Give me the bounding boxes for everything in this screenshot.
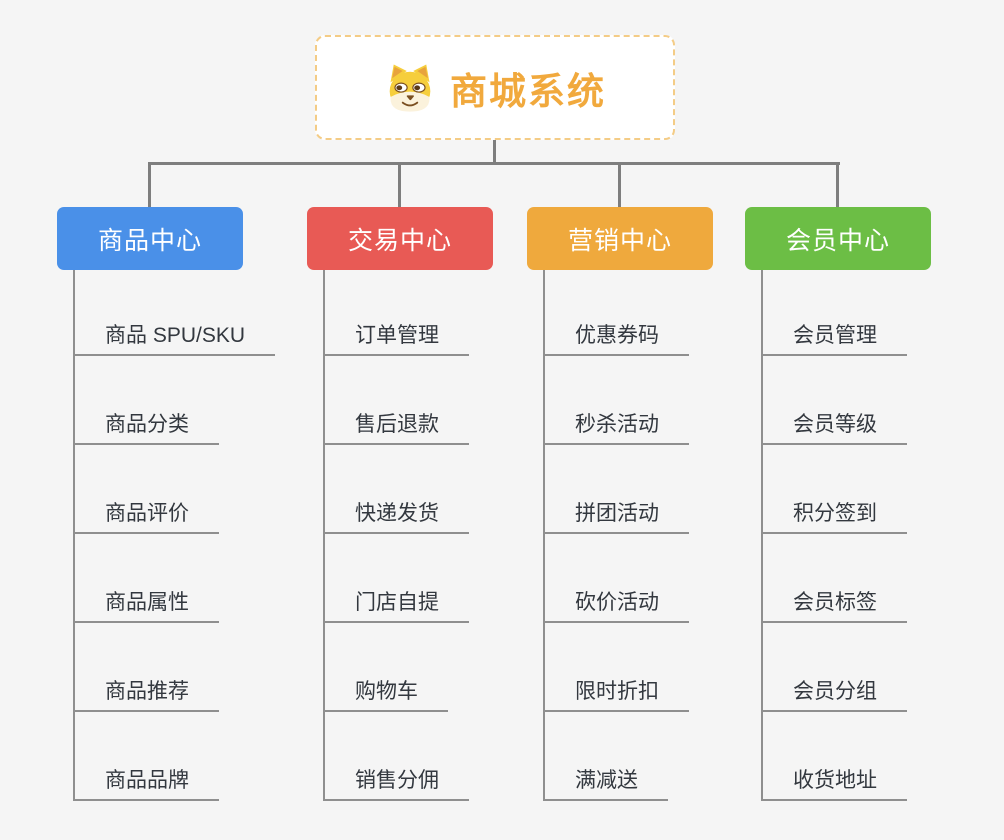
child-node[interactable]: 砍价活动: [545, 534, 713, 623]
child-node[interactable]: 销售分佣: [325, 712, 493, 801]
branch-node[interactable]: 营销中心: [527, 207, 713, 270]
connector-horizontal: [148, 162, 840, 165]
branch-label: 商品中心: [97, 226, 202, 255]
child-label: 会员分组: [763, 678, 907, 712]
child-node[interactable]: 订单管理: [325, 270, 493, 356]
child-node[interactable]: 商品评价: [75, 445, 243, 534]
child-label: 购物车: [325, 678, 448, 712]
branch-children: 订单管理售后退款快递发货门店自提购物车销售分佣: [323, 270, 493, 801]
branch-node[interactable]: 会员中心: [745, 207, 931, 270]
child-label: 限时折扣: [545, 678, 689, 712]
branch-children: 会员管理会员等级积分签到会员标签会员分组收货地址: [761, 270, 931, 801]
child-label: 拼团活动: [545, 500, 689, 534]
child-label: 满减送: [545, 767, 668, 801]
child-label: 会员标签: [763, 589, 907, 623]
connector-stem-1: [148, 162, 151, 208]
child-node[interactable]: 商品 SPU/SKU: [75, 270, 276, 356]
child-label: 售后退款: [325, 411, 469, 445]
branch-label: 营销中心: [567, 226, 672, 255]
dog-icon: [384, 62, 436, 114]
connector-stem-3: [618, 162, 621, 208]
child-label: 会员管理: [763, 322, 907, 356]
child-node[interactable]: 拼团活动: [545, 445, 713, 534]
root-title: 商城系统: [450, 70, 606, 112]
child-node[interactable]: 门店自提: [325, 534, 493, 623]
child-label: 收货地址: [763, 767, 907, 801]
child-node[interactable]: 购物车: [325, 623, 493, 712]
child-node[interactable]: 售后退款: [325, 356, 493, 445]
branch-column-2: 交易中心订单管理售后退款快递发货门店自提购物车销售分佣: [307, 207, 493, 801]
branch-node[interactable]: 交易中心: [307, 207, 493, 270]
connector-stem-4: [836, 162, 839, 208]
branch-label: 交易中心: [347, 226, 452, 255]
child-node[interactable]: 积分签到: [763, 445, 931, 534]
child-node[interactable]: 限时折扣: [545, 623, 713, 712]
child-label: 快递发货: [325, 500, 469, 534]
child-node[interactable]: 秒杀活动: [545, 356, 713, 445]
child-node[interactable]: 商品推荐: [75, 623, 243, 712]
child-label: 门店自提: [325, 589, 469, 623]
root-node[interactable]: 商城系统: [315, 35, 675, 140]
connector-root-stem: [493, 140, 496, 164]
child-node[interactable]: 商品分类: [75, 356, 243, 445]
branch-children: 优惠券码秒杀活动拼团活动砍价活动限时折扣满减送: [543, 270, 713, 801]
branch-column-4: 会员中心会员管理会员等级积分签到会员标签会员分组收货地址: [745, 207, 931, 801]
child-node[interactable]: 满减送: [545, 712, 713, 801]
child-node[interactable]: 会员管理: [763, 270, 931, 356]
child-label: 商品品牌: [75, 767, 219, 801]
child-label: 砍价活动: [545, 589, 689, 623]
child-node[interactable]: 商品属性: [75, 534, 243, 623]
branch-node[interactable]: 商品中心: [57, 207, 243, 270]
connector-stem-2: [398, 162, 401, 208]
child-label: 积分签到: [763, 500, 907, 534]
child-node[interactable]: 商品品牌: [75, 712, 243, 801]
child-label: 销售分佣: [325, 767, 469, 801]
child-label: 订单管理: [325, 322, 469, 356]
child-node[interactable]: 优惠券码: [545, 270, 713, 356]
child-node[interactable]: 快递发货: [325, 445, 493, 534]
child-node[interactable]: 收货地址: [763, 712, 931, 801]
child-label: 商品分类: [75, 411, 219, 445]
child-label: 秒杀活动: [545, 411, 689, 445]
child-node[interactable]: 会员等级: [763, 356, 931, 445]
child-label: 会员等级: [763, 411, 907, 445]
branch-children: 商品 SPU/SKU 商品分类商品评价商品属性商品推荐商品品牌: [73, 270, 276, 801]
child-node[interactable]: 会员分组: [763, 623, 931, 712]
child-label: 商品属性: [75, 589, 219, 623]
branch-column-1: 商品中心商品 SPU/SKU 商品分类商品评价商品属性商品推荐商品品牌: [57, 207, 276, 801]
branch-column-3: 营销中心优惠券码秒杀活动拼团活动砍价活动限时折扣满减送: [527, 207, 713, 801]
child-label: 优惠券码: [545, 322, 689, 356]
child-label: 商品推荐: [75, 678, 219, 712]
child-label: 商品 SPU/SKU: [75, 322, 276, 356]
child-label: 商品评价: [75, 500, 219, 534]
child-node[interactable]: 会员标签: [763, 534, 931, 623]
branch-label: 会员中心: [785, 226, 890, 255]
